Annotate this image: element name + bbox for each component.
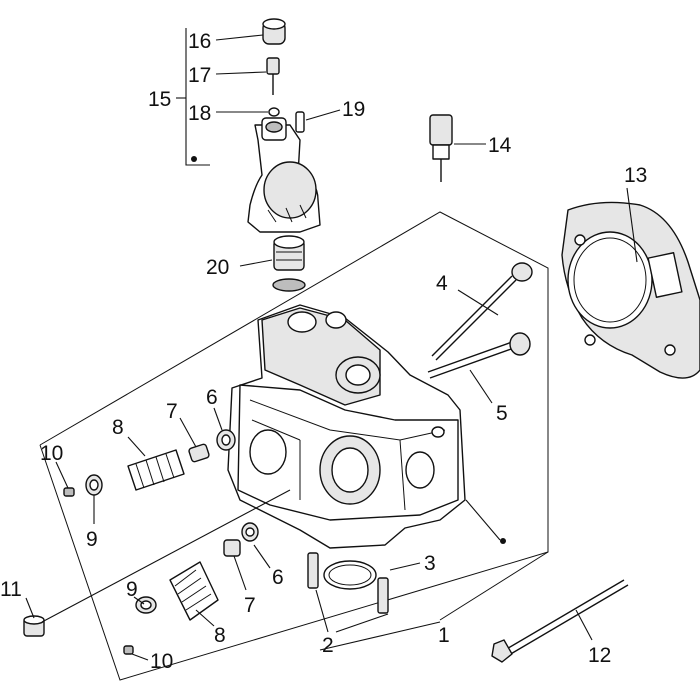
part-15-thermostat-housing: [247, 117, 321, 233]
callout-labels: 16 17 15 18 19 14 13 20 4 5 6 7 8 10 9 3…: [0, 30, 647, 673]
callout-4: 4: [436, 272, 448, 295]
assembly-group-outline: [39, 211, 549, 681]
callout-9-lower: 9: [126, 578, 138, 601]
part-20-thermostat: [272, 235, 306, 292]
callout-8-upper: 8: [112, 416, 124, 439]
part-6-valve-stem-seal-lower: [241, 522, 259, 542]
callout-8-lower: 8: [214, 624, 226, 647]
part-9-spring-retainer-upper: [85, 474, 103, 496]
callout-10-lower: 10: [150, 650, 173, 673]
part-17-temperature-sender: [266, 57, 280, 95]
callout-5: 5: [496, 402, 508, 425]
part-18-washer: [268, 107, 280, 117]
callout-7-lower: 7: [244, 594, 256, 617]
callout-7-upper: 7: [166, 400, 178, 423]
part-16-cap: [262, 18, 286, 45]
reference-dot-15: [191, 156, 197, 162]
callout-15: 15: [148, 88, 171, 111]
part-4-intake-valve: [431, 262, 533, 361]
part-1-cylinder-head: [227, 304, 466, 549]
callout-18: 18: [188, 102, 211, 125]
part-11-plug: [23, 615, 45, 637]
leader-lines: [25, 28, 638, 661]
part-8-valve-spring-lower: [169, 561, 219, 621]
part-7-valve-collet-lower: [223, 539, 241, 557]
part-10-valve-cotter-lower: [123, 645, 134, 655]
reference-dot-1: [500, 538, 506, 544]
part-19-screw: [295, 111, 305, 133]
callout-11: 11: [0, 578, 22, 601]
part-12-head-bolt: [491, 579, 629, 663]
callout-16: 16: [188, 30, 211, 53]
part-8-valve-spring-upper: [127, 449, 185, 491]
part-13-head-gasket: [561, 201, 700, 379]
callout-20: 20: [206, 256, 229, 279]
part-2-dowel-pins: [307, 552, 389, 614]
part-7-valve-collet-upper: [188, 443, 210, 463]
callout-10-upper: 10: [40, 442, 63, 465]
callout-17: 17: [188, 64, 211, 87]
callout-9-upper: 9: [86, 528, 98, 551]
part-6-valve-stem-seal-upper: [216, 429, 236, 451]
callout-1: 1: [438, 624, 450, 647]
part-14-temperature-sensor: [429, 114, 453, 182]
callout-6-upper: 6: [206, 386, 218, 409]
callout-13: 13: [624, 164, 647, 187]
part-9-spring-retainer-lower: [135, 596, 157, 614]
callout-2: 2: [322, 634, 334, 657]
part-5-exhaust-valve: [427, 332, 531, 379]
part-10-valve-cotter-upper: [63, 487, 75, 497]
callout-14: 14: [488, 134, 512, 157]
callout-3: 3: [424, 552, 436, 575]
callout-12: 12: [588, 644, 611, 667]
callout-19: 19: [342, 98, 365, 121]
callout-6-lower: 6: [272, 566, 284, 589]
part-3-o-ring: [323, 560, 377, 590]
